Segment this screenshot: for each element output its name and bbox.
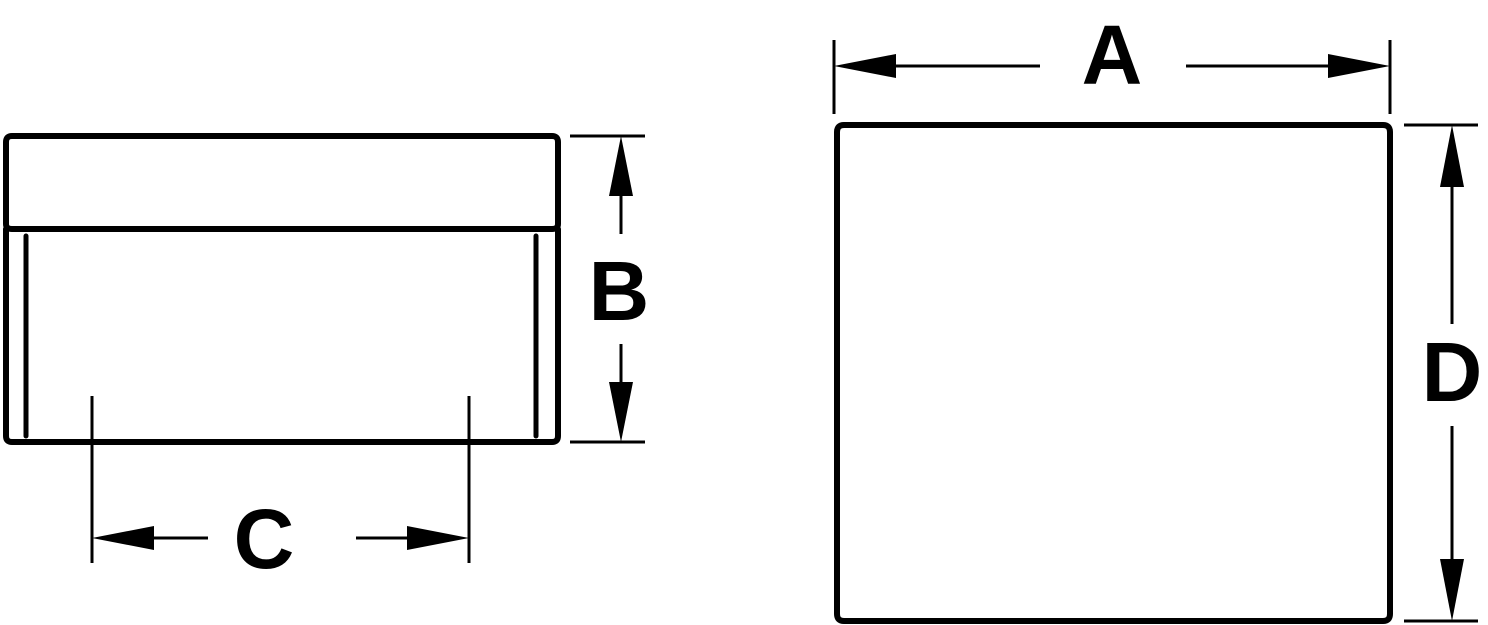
dimension-c-arrow-right <box>407 526 469 550</box>
dimension-d-arrow-down <box>1440 559 1464 621</box>
dimension-a-arrow-right <box>1328 54 1390 78</box>
side-view <box>3 133 561 445</box>
dimension-c-arrow-left <box>92 526 154 550</box>
dimension-a: A <box>832 8 1392 114</box>
dimension-d-arrow-up <box>1440 125 1464 187</box>
dimension-a-label: A <box>1082 8 1143 102</box>
dimension-b-arrow-up <box>609 136 633 196</box>
dimension-d-label: D <box>1422 325 1483 419</box>
dimension-a-arrow-left <box>834 54 896 78</box>
side-view-top-band <box>3 133 561 232</box>
dimension-d: D <box>1404 123 1483 623</box>
side-view-body <box>3 226 561 445</box>
dimension-b: B <box>570 134 650 444</box>
dimension-c: C <box>90 396 471 586</box>
dimension-c-label: C <box>234 492 295 586</box>
dimension-b-label: B <box>589 244 650 338</box>
top-view <box>834 122 1393 624</box>
top-view-outline <box>834 122 1393 624</box>
dimension-b-arrow-down <box>609 382 633 442</box>
